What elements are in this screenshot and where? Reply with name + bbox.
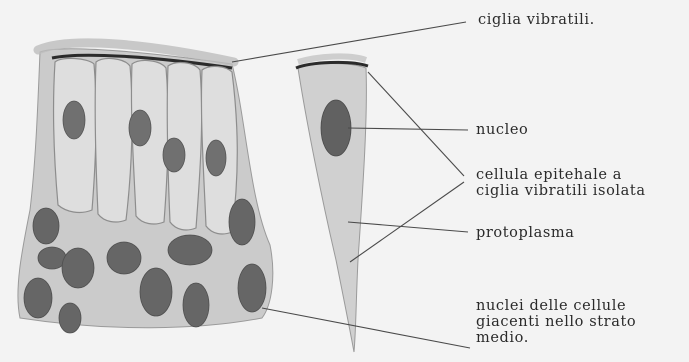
leader-middle-nuclei bbox=[262, 308, 470, 348]
leader-protoplasm bbox=[348, 222, 468, 232]
middle-nucleus bbox=[238, 264, 266, 312]
nucleus bbox=[163, 138, 185, 172]
leader-isolated-cell-b bbox=[350, 182, 464, 262]
label-middle-nuclei-line-2: giacenti nello strato bbox=[476, 314, 636, 330]
label-protoplasm: protoplasma bbox=[476, 225, 575, 241]
isolated-cell-nucleus bbox=[321, 100, 351, 156]
middle-nucleus bbox=[183, 283, 209, 327]
middle-nucleus bbox=[107, 242, 141, 274]
label-middle-nuclei-line-3: medio. bbox=[476, 330, 636, 346]
middle-nucleus bbox=[24, 278, 52, 318]
middle-nucleus bbox=[140, 268, 172, 316]
label-nucleus: nucleo bbox=[476, 122, 528, 138]
label-middle-nuclei: nuclei delle cellule giacenti nello stra… bbox=[476, 298, 636, 346]
middle-nucleus bbox=[62, 248, 94, 288]
label-isolated-cell: cellula epitehale a ciglia vibratili iso… bbox=[476, 167, 646, 199]
middle-nucleus bbox=[229, 199, 255, 245]
label-isolated-cell-line-2: ciglia vibratili isolata bbox=[476, 183, 646, 199]
isolated-ciliated-cell bbox=[296, 56, 368, 352]
label-cilia: ciglia vibratili. bbox=[478, 12, 595, 28]
nucleus bbox=[206, 140, 226, 176]
label-isolated-cell-line-1: cellula epitehale a bbox=[476, 167, 646, 183]
middle-nucleus bbox=[33, 208, 59, 244]
middle-nucleus bbox=[168, 235, 212, 265]
nucleus bbox=[63, 101, 85, 139]
nucleus bbox=[129, 110, 151, 146]
tissue-section bbox=[18, 43, 273, 333]
leader-isolated-cell-a bbox=[368, 72, 464, 176]
middle-nucleus bbox=[59, 303, 81, 333]
columnar-cell bbox=[95, 59, 132, 222]
label-middle-nuclei-line-1: nuclei delle cellule bbox=[476, 298, 636, 314]
